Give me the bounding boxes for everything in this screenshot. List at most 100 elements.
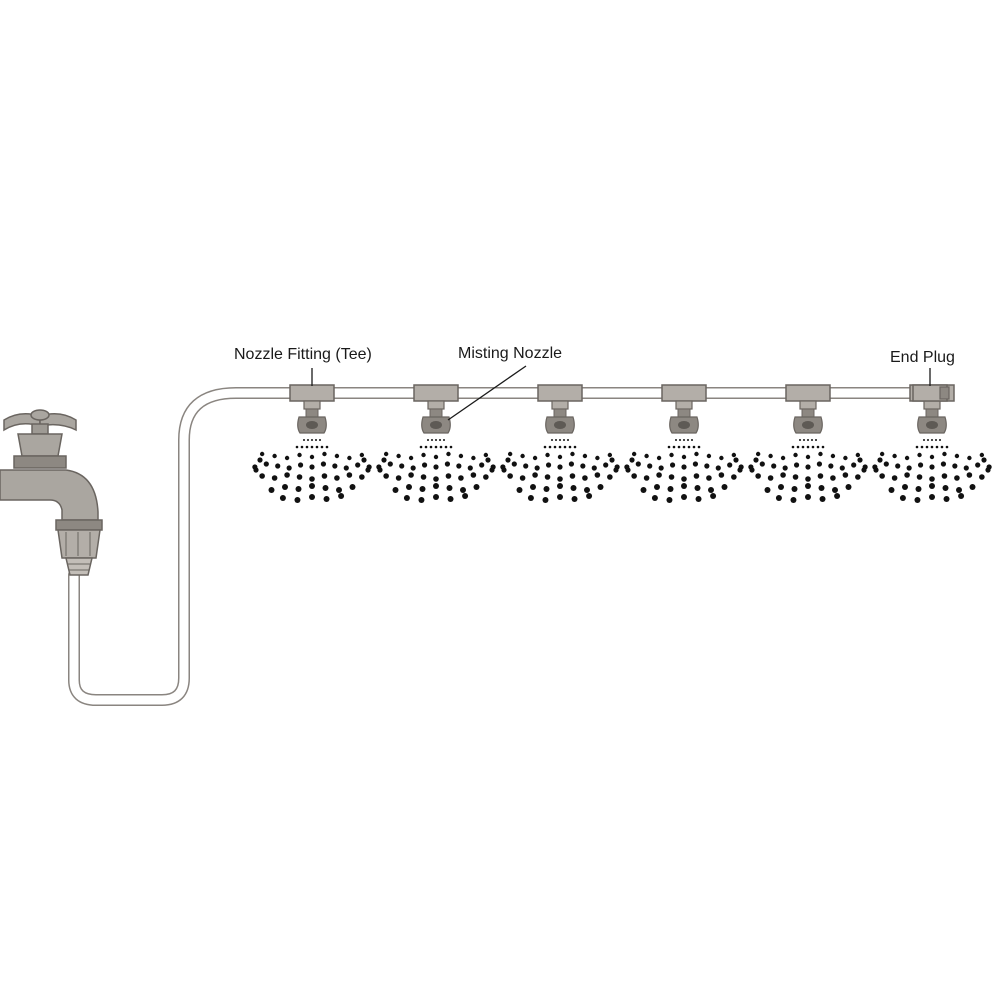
spray-dot	[805, 476, 811, 482]
mist-dot	[927, 439, 929, 441]
spray-dot	[523, 463, 529, 469]
spray-pattern	[624, 439, 744, 503]
spray-dot	[392, 487, 399, 493]
spray-dot	[719, 455, 724, 461]
mist-dot	[543, 445, 547, 449]
spray-dot	[755, 451, 761, 457]
spray-dot	[467, 465, 473, 471]
spray-dot	[405, 484, 412, 490]
spray-dot	[346, 472, 353, 478]
mist-dot	[687, 445, 691, 449]
misting-nozzle-icon	[421, 408, 451, 434]
spray-dot	[879, 473, 885, 479]
spray-dot	[828, 463, 834, 469]
spray-dot	[609, 457, 615, 463]
spray-dot	[656, 455, 662, 461]
spray-dot	[718, 472, 725, 478]
spray-dot	[780, 472, 786, 478]
spray-dot	[396, 453, 401, 459]
mist-dot	[558, 445, 562, 449]
supply-tube	[68, 387, 306, 706]
spray-dot	[489, 467, 495, 473]
mist-dot	[434, 445, 438, 449]
spray-dot	[520, 453, 525, 459]
mist-dot	[816, 445, 820, 449]
spray-dot	[653, 484, 660, 490]
misting-nozzle-icon	[917, 408, 947, 434]
nozzle-assembly	[376, 384, 496, 503]
spray-dot	[557, 476, 563, 482]
spray-dot	[658, 465, 664, 471]
spray-dot	[309, 483, 315, 489]
spray-dot	[668, 474, 675, 480]
mist-dot	[307, 439, 309, 441]
spray-dot	[446, 451, 451, 457]
mist-dot	[443, 439, 445, 441]
mist-dot	[679, 439, 681, 441]
spray-dot	[410, 465, 416, 471]
spray-dot	[954, 453, 960, 459]
mist-dot	[945, 445, 949, 449]
spray-dot	[571, 496, 578, 502]
spray-dot	[958, 493, 965, 499]
mist-dot	[682, 445, 686, 449]
spray-dot	[710, 493, 717, 499]
spray-dot	[355, 462, 361, 468]
mist-dot	[567, 439, 569, 441]
spray-dot	[940, 461, 947, 467]
spray-dot	[433, 476, 439, 482]
tee-fitting-icon	[537, 384, 583, 410]
spray-dot	[473, 484, 480, 490]
spray-dot	[643, 475, 650, 481]
spray-dot	[647, 463, 653, 469]
mist-dot	[806, 445, 810, 449]
spray-dot	[557, 494, 563, 500]
mist-dot	[811, 439, 813, 441]
label-end-plug: End Plug	[890, 349, 955, 366]
spray-dot	[966, 472, 973, 478]
mist-dot	[424, 445, 428, 449]
spray-dot	[445, 473, 452, 479]
spray-dot	[296, 474, 303, 480]
spray-dot	[582, 453, 588, 459]
spray-dot	[309, 476, 315, 482]
spray-dot	[485, 457, 491, 463]
spray-dot	[681, 476, 687, 482]
spray-dot	[419, 486, 426, 492]
spray-dot	[607, 474, 613, 480]
spray-dot	[383, 473, 389, 479]
spray-dot	[985, 467, 991, 473]
spray-dot	[694, 485, 701, 491]
mist-dot	[930, 445, 934, 449]
misting-nozzle-icon	[545, 408, 575, 434]
spray-dot	[545, 462, 552, 468]
mist-dot	[923, 439, 925, 441]
tee-fitting-icon	[413, 384, 459, 410]
spray-dot	[929, 464, 935, 470]
spray-dot	[651, 495, 658, 501]
spray-dot	[259, 473, 265, 479]
spray-dot	[843, 455, 848, 461]
spray-dot	[545, 452, 550, 458]
spray-dot	[640, 487, 647, 493]
spray-dot	[511, 461, 517, 467]
spray-dot	[377, 467, 383, 473]
mist-dot	[551, 439, 553, 441]
mist-dot	[940, 445, 944, 449]
spray-dot	[975, 462, 981, 468]
spray-dot	[845, 484, 852, 490]
spray-dot	[891, 475, 898, 481]
spray-dot	[832, 487, 839, 493]
spray-dot	[625, 467, 631, 473]
spray-dot	[387, 461, 393, 467]
spray-dot	[527, 495, 534, 501]
spray-dot	[421, 452, 426, 458]
spray-pattern	[500, 439, 620, 503]
spray-dot	[460, 487, 467, 493]
mist-dot	[568, 445, 572, 449]
tee-fitting-icon	[785, 384, 831, 410]
spray-dot	[819, 496, 826, 502]
spray-dot	[607, 452, 613, 458]
spray-dot	[805, 454, 811, 460]
spray-dot	[715, 465, 721, 471]
